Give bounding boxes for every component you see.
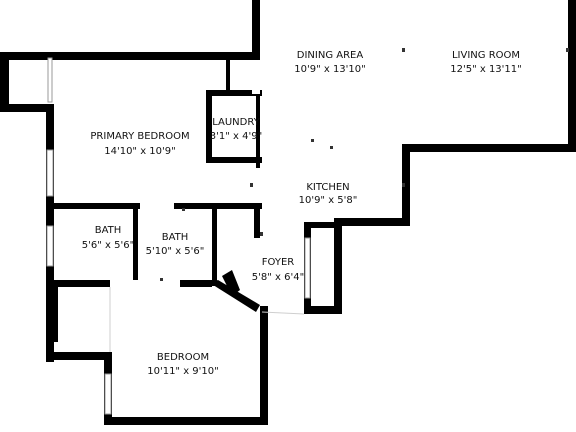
- window-bath1-left: [46, 225, 54, 267]
- wall-kitchen-right: [402, 144, 410, 224]
- wall-laundry-top: [206, 90, 262, 96]
- tick: [566, 48, 569, 52]
- dining-area-dims: 10'9" x 13'10": [294, 64, 366, 75]
- windows: [46, 57, 311, 415]
- tick: [402, 183, 405, 187]
- window-primary-left: [46, 149, 54, 197]
- wall-bedroom-bottom: [104, 417, 268, 425]
- wall-left-step: [0, 104, 52, 112]
- bedroom-dims: 10'11" x 9'10": [147, 366, 219, 377]
- room-labels: DINING AREA 10'9" x 13'10" LIVING ROOM 1…: [82, 50, 522, 377]
- door-line-entry: [261, 311, 305, 315]
- window-primary-top: [47, 57, 53, 103]
- foyer-name: FOYER: [262, 257, 295, 268]
- wall-foyer-left-vertical: [254, 208, 260, 238]
- laundry-dims: 3'1" x 4'9": [210, 131, 262, 142]
- bath-1-dims: 5'6" x 5'6": [82, 240, 134, 251]
- wall-living-bottom: [404, 144, 576, 152]
- wall-laundry-upper-right: [226, 56, 230, 92]
- primary-bedroom-name: PRIMARY BEDROOM: [90, 131, 189, 142]
- wall-laundry-bottom: [206, 157, 262, 163]
- wall-kitchen-bottom: [340, 218, 410, 226]
- tick: [311, 139, 314, 142]
- door-gap-dining-left: [252, 60, 260, 94]
- wall-living-right: [568, 0, 576, 150]
- wall-laundry-left: [206, 92, 212, 162]
- wall-bedroom-right: [260, 306, 268, 425]
- tick: [402, 48, 405, 52]
- window-entry-left: [304, 237, 311, 299]
- wall-top-primary: [0, 52, 260, 60]
- tick: [330, 146, 333, 149]
- living-room-dims: 12'5" x 13'11": [450, 64, 522, 75]
- tick: [250, 183, 253, 187]
- wall-bedroom-left-upper: [46, 352, 110, 360]
- tick: [260, 232, 263, 236]
- window-bedroom-left: [104, 373, 112, 415]
- wall-foyer-door-angled: [222, 270, 240, 296]
- door-gap-bath-bottom: [110, 280, 180, 287]
- wall-entry-bottom: [304, 306, 342, 314]
- kitchen-dims: 10'9" x 5'8": [299, 195, 358, 206]
- wall-bath2-right: [212, 206, 217, 286]
- laundry-name: LAUNDRY: [212, 117, 260, 128]
- bath-2-dims: 5'10" x 5'6": [146, 246, 205, 257]
- primary-bedroom-dims: 14'10" x 10'9": [104, 146, 176, 157]
- dining-area-name: DINING AREA: [297, 50, 364, 61]
- bath-2-name: BATH: [162, 232, 189, 243]
- bedroom-name: BEDROOM: [157, 352, 209, 363]
- kitchen-name: KITCHEN: [306, 182, 349, 193]
- foyer-dims: 5'8" x 6'4": [252, 272, 304, 283]
- wall-bedroom-top-left: [52, 282, 58, 342]
- bath-1-name: BATH: [95, 225, 122, 236]
- wall-dining-left: [252, 0, 260, 60]
- door-gap-kitchen-left: [256, 168, 260, 202]
- dimension-ticks: [160, 48, 569, 281]
- wall-left-upper: [0, 52, 9, 112]
- door-openings: [109, 60, 305, 352]
- door-gap-bath-top-left: [140, 203, 174, 209]
- wall-center-vertical: [256, 96, 260, 202]
- wall-foyer-angled: [210, 280, 260, 312]
- tick: [160, 278, 163, 281]
- wall-entry-top: [304, 222, 334, 228]
- living-room-name: LIVING ROOM: [452, 50, 520, 61]
- wall-bath-divider: [133, 206, 138, 286]
- wall-foyer-right: [334, 218, 342, 314]
- tick: [182, 208, 185, 211]
